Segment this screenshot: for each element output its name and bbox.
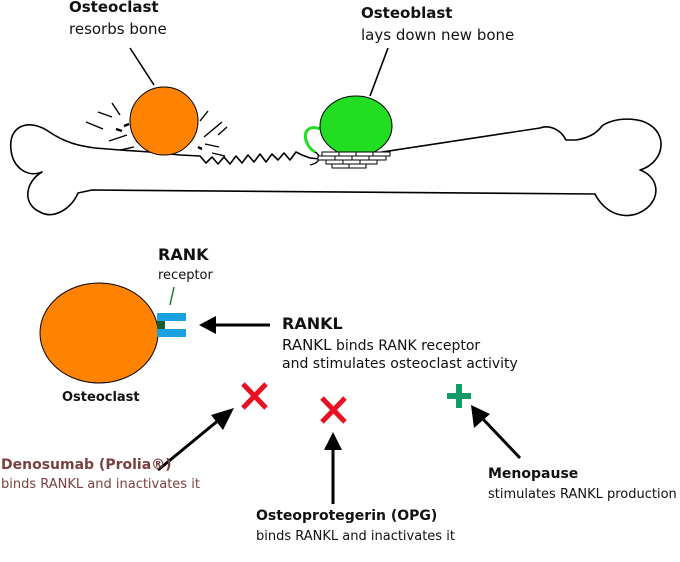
osteoblast-tail-fill: [303, 126, 324, 154]
opg-title: Osteoprotegerin (OPG): [256, 508, 438, 524]
rankl-title: RANKL: [282, 314, 343, 333]
osteoclast-pointer-line: [129, 47, 155, 86]
osteoclast-cell-label: Osteoclast: [62, 390, 140, 405]
menopause-desc: stimulates RANKL production: [488, 487, 677, 502]
osteoblast-pointer-line: [369, 47, 389, 97]
rank-receptor-icon: [157, 313, 186, 337]
osteoblast-cell: [319, 95, 393, 157]
denosumab-arrow: [157, 408, 234, 472]
rankl-line1-rest: binds RANK receptor: [331, 338, 481, 354]
resorption-debris: [85, 102, 228, 157]
osteoclast-cell-bottom: [39, 282, 159, 384]
rankl-line1-lead: RANKL: [282, 336, 332, 354]
new-bone-bricks: [317, 151, 391, 169]
menopause-arrow: [471, 405, 522, 460]
opg-arrow: [324, 432, 342, 504]
opg-desc: binds RANKL and inactivates it: [256, 529, 455, 544]
denosumab-desc: binds RANKL and inactivates it: [1, 477, 200, 492]
osteoblast-title: Osteoblast: [361, 4, 453, 22]
rankl-line2: and stimulates osteoclast activity: [282, 356, 518, 372]
opg-x-icon: [320, 396, 347, 424]
rank-pointer-line: [169, 286, 175, 306]
osteoclast-desc: resorbs bone: [69, 20, 167, 38]
osteoblast-desc: lays down new bone: [361, 26, 515, 44]
rank-desc: receptor: [158, 268, 213, 283]
menopause-plus-icon: [447, 384, 471, 408]
denosumab-title: Denosumab (Prolia®): [1, 457, 172, 473]
menopause-title: Menopause: [488, 466, 579, 482]
rank-title: RANK: [158, 245, 209, 264]
denosumab-x-icon: [241, 382, 268, 410]
rank-binding-site: [157, 321, 165, 329]
osteoclast-cell-top: [129, 86, 199, 156]
osteoclast-title: Osteoclast: [69, 0, 159, 16]
rankl-arrow: [199, 316, 216, 334]
rankl-line1: RANKL binds RANK receptor: [282, 335, 480, 355]
